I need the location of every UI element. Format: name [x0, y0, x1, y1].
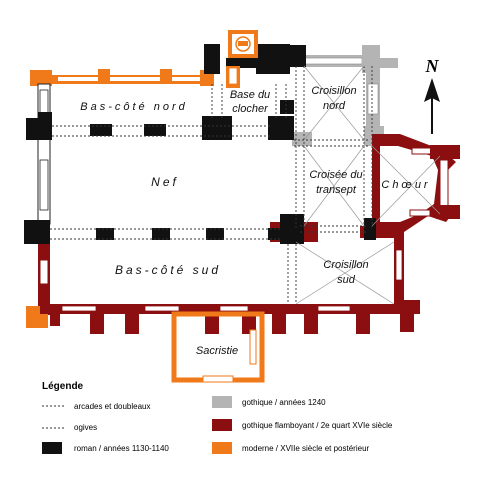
- label-base-clocher-1: Base du: [230, 89, 270, 101]
- label-croisee-1: Croisée du: [309, 169, 362, 181]
- walls: [26, 30, 460, 383]
- north-arrow: N: [424, 56, 440, 134]
- legend-swatch-roman: [42, 442, 62, 454]
- label-sacristie: Sacristie: [196, 345, 238, 357]
- legend-flamboyant: gothique flamboyant / 2e quart XVIe sièc…: [242, 421, 393, 430]
- legend-swatch-gothique: [212, 396, 232, 408]
- legend-gothique: gothique / années 1240: [242, 398, 326, 407]
- label-croisillon-nord-2: nord: [323, 100, 346, 112]
- room-labels: Bas-côté nord Base du clocher Croisillon…: [80, 85, 430, 357]
- legend-swatch-moderne: [212, 442, 232, 454]
- label-bas-cote-nord: Bas-côté nord: [80, 101, 187, 113]
- legend: Légende arcades et doubleaux ogives roma…: [42, 381, 393, 454]
- arcades: [50, 66, 373, 304]
- label-base-clocher-2: clocher: [232, 103, 269, 115]
- ogives: [295, 65, 441, 305]
- label-nef: Nef: [151, 175, 179, 189]
- label-choeur: Chœur: [381, 179, 430, 191]
- legend-arcades: arcades et doubleaux: [74, 402, 151, 411]
- north-label: N: [425, 56, 440, 76]
- label-croisee-2: transept: [316, 184, 357, 196]
- label-croisillon-sud-1: Croisillon: [323, 259, 368, 271]
- north-arrow-icon: [424, 78, 440, 102]
- legend-ogives: ogives: [74, 423, 97, 432]
- legend-title: Légende: [42, 381, 84, 392]
- legend-swatch-flamboyant: [212, 419, 232, 431]
- legend-moderne: moderne / XVIIe siècle et postérieur: [242, 444, 370, 453]
- legend-roman: roman / années 1130-1140: [74, 444, 169, 453]
- label-bas-cote-sud: Bas-côté sud: [115, 263, 221, 277]
- label-croisillon-nord-1: Croisillon: [311, 85, 356, 97]
- label-croisillon-sud-2: sud: [337, 274, 356, 286]
